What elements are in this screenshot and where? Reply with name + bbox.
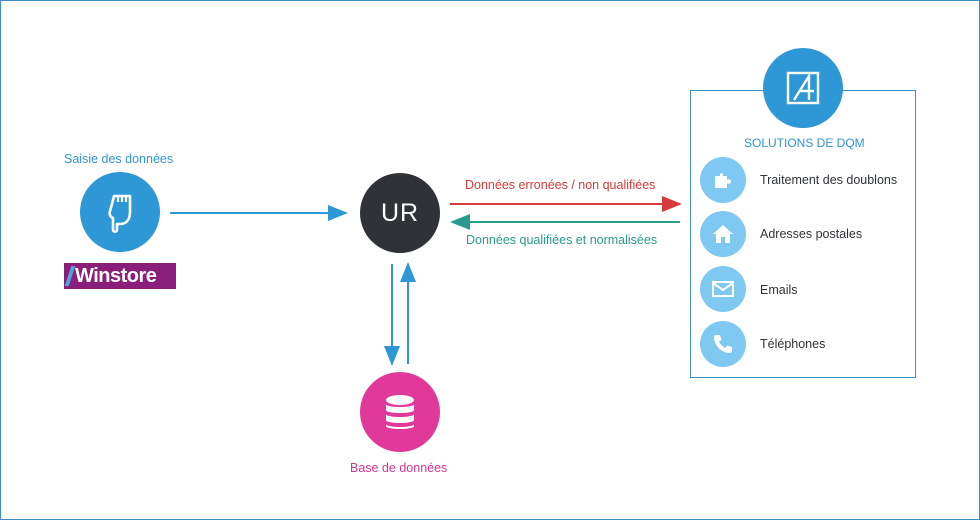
database-node bbox=[360, 372, 440, 452]
dqm-item-emails-label: Emails bbox=[760, 283, 798, 297]
dqm-item-phones-label: Téléphones bbox=[760, 337, 826, 351]
ur-label: UR bbox=[380, 198, 420, 227]
dqm-node bbox=[763, 48, 843, 128]
dqm-item-addresses-label: Adresses postales bbox=[760, 227, 863, 241]
pointing-hand-icon bbox=[108, 194, 132, 233]
winstore-slash bbox=[64, 266, 76, 286]
winstore-logo: Winstore bbox=[64, 263, 176, 289]
dqm-item-phones bbox=[700, 321, 746, 367]
dqm-item-addresses bbox=[700, 211, 746, 257]
house-icon bbox=[713, 225, 733, 243]
dqm-logo-icon bbox=[786, 71, 820, 105]
envelope-icon bbox=[712, 281, 734, 297]
input-node bbox=[80, 172, 160, 252]
ur-node: UR bbox=[360, 173, 440, 253]
erroneous-data-label: Données erronées / non qualifiées bbox=[465, 178, 656, 192]
qualified-data-label: Données qualifiées et normalisées bbox=[466, 233, 658, 247]
dqm-item-duplicates bbox=[700, 157, 746, 203]
puzzle-icon bbox=[715, 173, 731, 188]
dqm-item-duplicates-label: Traitement des doublons bbox=[760, 173, 898, 187]
database-icon bbox=[386, 395, 414, 429]
phone-icon bbox=[714, 335, 732, 353]
dqm-title: SOLUTIONS DE DQM bbox=[744, 136, 865, 150]
input-data-label: Saisie des données bbox=[64, 152, 174, 166]
winstore-text: Winstore bbox=[75, 265, 157, 287]
database-label: Base de données bbox=[350, 461, 448, 475]
dqm-item-emails bbox=[700, 266, 746, 312]
